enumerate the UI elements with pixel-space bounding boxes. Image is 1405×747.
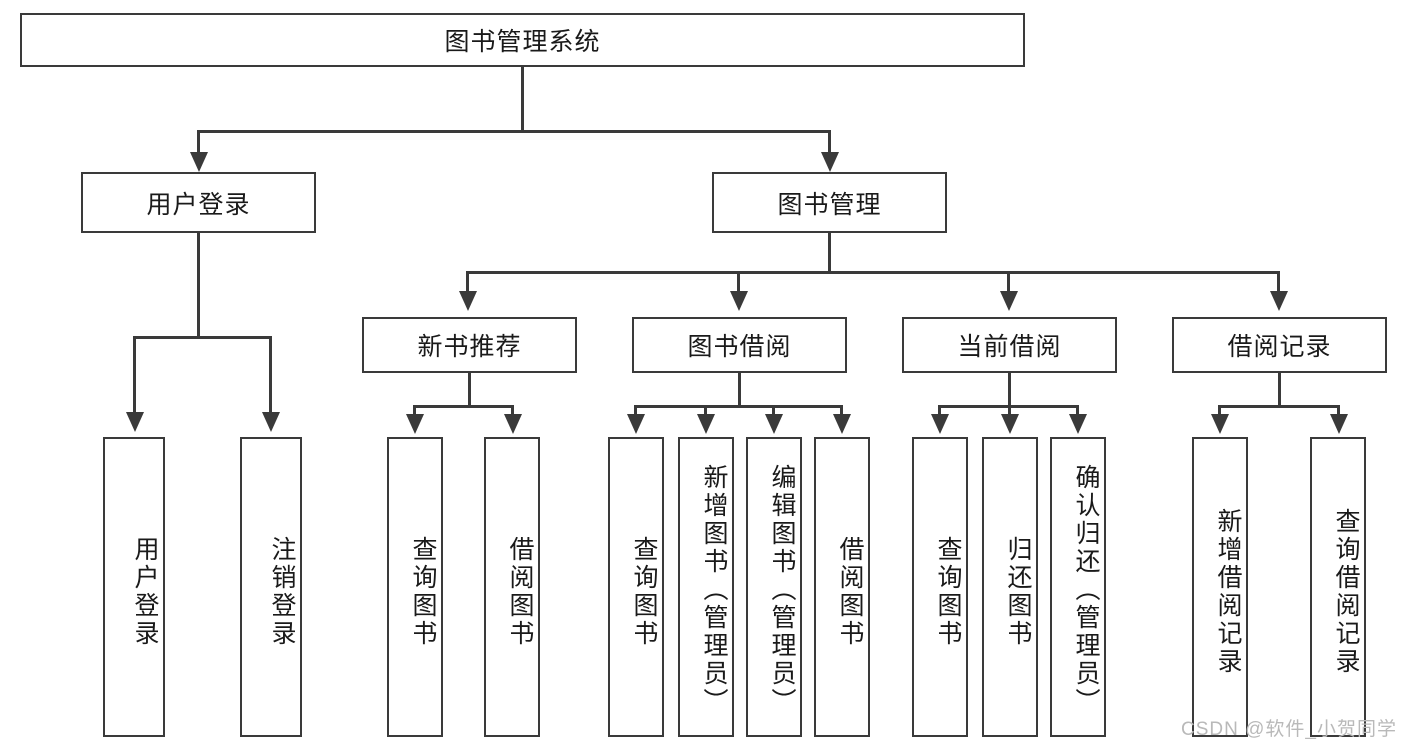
node-borrow-record[interactable]: 借阅记录 [1172,317,1387,373]
node-book-management[interactable]: 图书管理 [712,172,947,233]
edge-newbook-stem [468,373,471,407]
leaf-logout[interactable]: 注销登录 [240,437,302,737]
edge-current-to-leaf1 [938,405,941,419]
arrow-bookmgr-to-newbook [459,291,477,311]
node-book-management-system[interactable]: 图书管理系统 [20,13,1025,67]
edge-bookmgr-to-borrow [737,271,740,295]
csdn-watermark: CSDN @软件_小贺同学 [1181,719,1397,740]
leaf-edit-book-admin[interactable]: 编辑图书（管理员） [746,437,802,737]
arrow-record-to-leaf2 [1330,414,1348,434]
arrow-current-to-leaf3 [1069,414,1087,434]
edge-bookmgr-bar [466,271,1280,274]
arrow-borrow-to-leaf2 [697,414,715,434]
edge-current-to-leaf2 [1008,405,1011,419]
arrow-newbook-to-leaf1 [406,414,424,434]
node-current-borrowing[interactable]: 当前借阅 [902,317,1117,373]
node-book-borrowing[interactable]: 图书借阅 [632,317,847,373]
edge-newbook-bar [413,405,514,408]
edge-bookmgr-to-record [1277,271,1280,295]
edge-root-bar [197,130,831,133]
edge-borrow-to-leaf4 [840,405,843,419]
leaf-query-book-current[interactable]: 查询图书 [912,437,968,737]
arrow-borrow-to-leaf4 [833,414,851,434]
edge-borrow-bar [634,405,843,408]
edge-bookmgr-stem [828,233,831,273]
leaf-add-book-admin[interactable]: 新增图书（管理员） [678,437,734,737]
edge-record-to-leaf2 [1337,405,1340,419]
arrow-borrow-to-leaf3 [765,414,783,434]
edge-login-stem [197,233,200,336]
edge-bookmgr-to-newbook [466,271,469,295]
edge-root-to-bookmgr [828,130,831,158]
edge-root-stem [521,67,524,131]
leaf-borrow-book-newbook[interactable]: 借阅图书 [484,437,540,737]
edge-current-stem [1008,373,1011,407]
edge-newbook-to-leaf1 [413,405,416,419]
arrow-root-to-login [190,152,208,172]
arrow-login-to-leaf2 [262,412,280,432]
leaf-confirm-return-admin[interactable]: 确认归还（管理员） [1050,437,1106,737]
arrow-root-to-bookmgr [821,152,839,172]
leaf-query-book-newbook[interactable]: 查询图书 [387,437,443,737]
node-user-login[interactable]: 用户登录 [81,172,316,233]
edge-root-to-login [197,130,200,158]
arrow-current-to-leaf2 [1001,414,1019,434]
edge-borrow-to-leaf1 [634,405,637,419]
leaf-query-book-borrow[interactable]: 查询图书 [608,437,664,737]
edge-login-bar [133,336,271,339]
edge-bookmgr-to-current [1007,271,1010,295]
arrow-bookmgr-to-record [1270,291,1288,311]
arrow-record-to-leaf1 [1211,414,1229,434]
edge-login-to-leaf1 [133,336,136,418]
arrow-newbook-to-leaf2 [504,414,522,434]
arrow-bookmgr-to-borrow [730,291,748,311]
edge-borrow-to-leaf2 [704,405,707,419]
arrow-bookmgr-to-current [1000,291,1018,311]
node-new-book-recommendation[interactable]: 新书推荐 [362,317,577,373]
edge-record-stem [1278,373,1281,407]
edge-borrow-to-leaf3 [772,405,775,419]
edge-record-to-leaf1 [1218,405,1221,419]
leaf-add-borrow-record[interactable]: 新增借阅记录 [1192,437,1248,737]
edge-newbook-to-leaf2 [511,405,514,419]
arrow-current-to-leaf1 [931,414,949,434]
arrow-login-to-leaf1 [126,412,144,432]
edge-login-to-leaf2 [269,336,272,418]
edge-record-bar [1218,405,1340,408]
arrow-borrow-to-leaf1 [627,414,645,434]
leaf-query-borrow-record[interactable]: 查询借阅记录 [1310,437,1366,737]
edge-current-to-leaf3 [1076,405,1079,419]
leaf-borrow-book[interactable]: 借阅图书 [814,437,870,737]
edge-borrow-stem [738,373,741,407]
leaf-return-book[interactable]: 归还图书 [982,437,1038,737]
leaf-user-login[interactable]: 用户登录 [103,437,165,737]
